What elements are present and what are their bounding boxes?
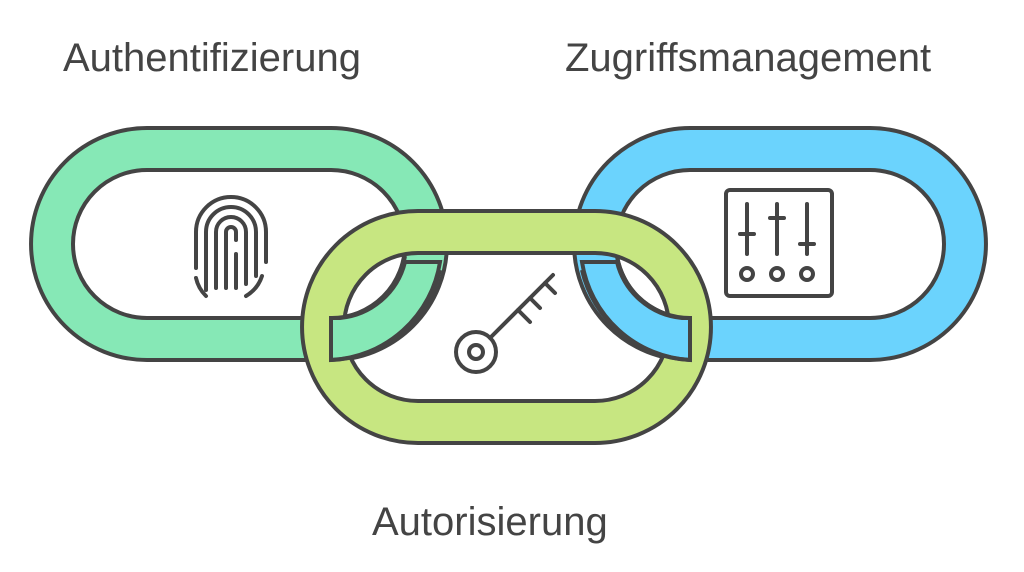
label-authorization: Autorisierung — [372, 500, 608, 544]
link-access-management-overlap — [579, 255, 692, 363]
label-access-management: Zugriffsmanagement — [565, 36, 932, 80]
key-icon — [454, 273, 557, 374]
fingerprint-icon — [194, 195, 268, 298]
label-authentication: Authentifizierung — [63, 36, 361, 80]
sliders-icon — [724, 188, 834, 298]
link-authentication-overlap — [329, 255, 443, 363]
link-access-management — [572, 126, 988, 362]
link-authorization — [300, 209, 713, 445]
